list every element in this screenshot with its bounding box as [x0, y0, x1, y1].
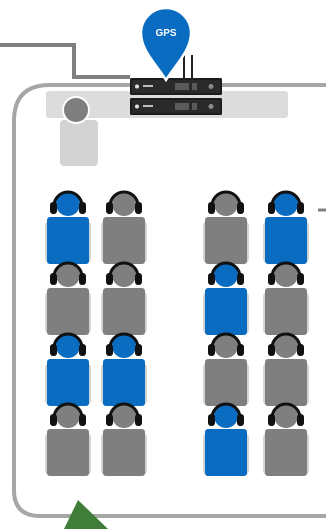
headphones-icon [268, 344, 275, 356]
headphones-icon [237, 273, 244, 285]
headphones-icon [135, 202, 142, 214]
body [103, 288, 145, 335]
headphones-icon [50, 273, 57, 285]
headphones-icon [50, 202, 57, 214]
body [205, 429, 247, 476]
body [47, 217, 89, 264]
listener-blue [101, 334, 147, 406]
listener-gray [101, 404, 147, 476]
headphones-icon [106, 414, 113, 426]
headphones-icon [268, 414, 275, 426]
headphones-icon [237, 344, 244, 356]
headphones-icon [79, 273, 86, 285]
headphones-icon [237, 414, 244, 426]
headphones-icon [268, 202, 275, 214]
body [205, 217, 247, 264]
listener-blue [203, 404, 249, 476]
listener-gray [45, 263, 91, 335]
headphones-icon [135, 344, 142, 356]
body [205, 288, 247, 335]
body [47, 359, 89, 406]
body [47, 429, 89, 476]
headphones-icon [106, 273, 113, 285]
listener-gray [263, 404, 309, 476]
gps-label: GPS [155, 28, 176, 39]
listener-gray [45, 404, 91, 476]
body [103, 217, 145, 264]
headphones-icon [106, 202, 113, 214]
body [103, 429, 145, 476]
listener-blue [45, 334, 91, 406]
antenna-cable [0, 45, 130, 77]
listener-blue [263, 192, 309, 264]
headphones-icon [297, 414, 304, 426]
headphones-icon [50, 344, 57, 356]
listener-gray [203, 192, 249, 264]
headphones-icon [208, 273, 215, 285]
body [47, 288, 89, 335]
headphones-icon [79, 202, 86, 214]
headphones-icon [297, 202, 304, 214]
listener-gray [203, 334, 249, 406]
body [205, 359, 247, 406]
headphones-icon [50, 414, 57, 426]
listener-gray [263, 263, 309, 335]
transmitter-unit [130, 78, 222, 95]
headphones-icon [106, 344, 113, 356]
body [265, 288, 307, 335]
headphones-icon [135, 414, 142, 426]
body [265, 359, 307, 406]
listener-gray [101, 263, 147, 335]
headphones-icon [79, 344, 86, 356]
headphones-icon [208, 414, 215, 426]
headphones-icon [135, 273, 142, 285]
headphones-icon [208, 344, 215, 356]
headphones-icon [237, 202, 244, 214]
headphones-icon [79, 414, 86, 426]
listener-blue [203, 263, 249, 335]
audience-seating [45, 192, 309, 476]
headphones-icon [297, 273, 304, 285]
listener-gray [101, 192, 147, 264]
listener-blue [45, 192, 91, 264]
body [265, 429, 307, 476]
body [103, 359, 145, 406]
headphones-icon [297, 344, 304, 356]
transmitter-unit [130, 98, 222, 115]
listener-gray [263, 334, 309, 406]
headphones-icon [208, 202, 215, 214]
body [265, 217, 307, 264]
headphones-icon [268, 273, 275, 285]
